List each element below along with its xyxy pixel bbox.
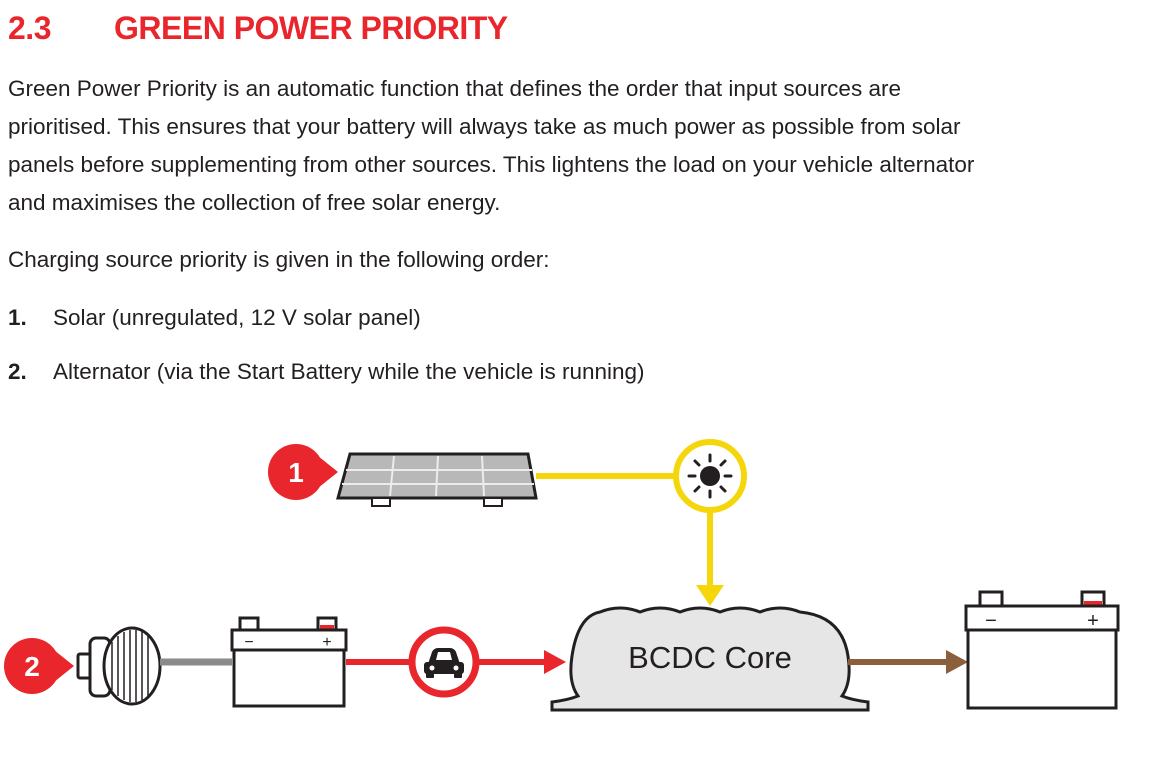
section-title: GREEN POWER PRIORITY	[114, 9, 508, 46]
alternator-icon	[76, 626, 162, 706]
intro-line: panels before supplementing from other s…	[8, 152, 975, 177]
priority-list-item: 1. Solar (unregulated, 12 V solar panel)	[8, 303, 421, 333]
alternator-arrowhead	[544, 650, 566, 674]
output-arrowhead	[946, 650, 968, 674]
green-power-priority-diagram: 1 2	[4, 439, 1120, 712]
svg-text:1: 1	[288, 457, 304, 488]
badge-1: 1	[268, 444, 338, 500]
list-text: Alternator (via the Start Battery while …	[53, 359, 645, 384]
sun-icon	[673, 439, 747, 513]
svg-text:+: +	[322, 634, 331, 651]
car-icon	[408, 626, 480, 698]
svg-text:−: −	[985, 610, 997, 632]
svg-text:+: +	[1087, 610, 1099, 632]
intro-line: and maximises the collection of free sol…	[8, 190, 501, 215]
svg-text:−: −	[244, 634, 253, 651]
list-number: 1.	[8, 305, 27, 330]
svg-text:2: 2	[24, 651, 40, 682]
bcdc-core-device: BCDC Core	[550, 606, 870, 712]
solar-arrowhead	[696, 585, 724, 606]
intro-line: Green Power Priority is an automatic fun…	[8, 76, 901, 101]
bcdc-core-label: BCDC Core	[628, 640, 792, 675]
badge-2: 2	[4, 638, 74, 694]
order-intro-paragraph: Charging source priority is given in the…	[8, 247, 550, 272]
battery-icon: − +	[230, 616, 348, 708]
solar-panel-icon	[336, 452, 538, 507]
priority-list-item: 2. Alternator (via the Start Battery whi…	[8, 357, 645, 387]
intro-line: prioritised. This ensures that your batt…	[8, 114, 961, 139]
section-number: 2.3	[8, 9, 51, 46]
battery-icon: − +	[964, 590, 1120, 710]
intro-paragraph: Green Power Priority is an automatic fun…	[8, 70, 1158, 222]
list-number: 2.	[8, 359, 27, 384]
list-text: Solar (unregulated, 12 V solar panel)	[53, 305, 421, 330]
section-heading: 2.3 GREEN POWER PRIORITY	[8, 6, 508, 50]
